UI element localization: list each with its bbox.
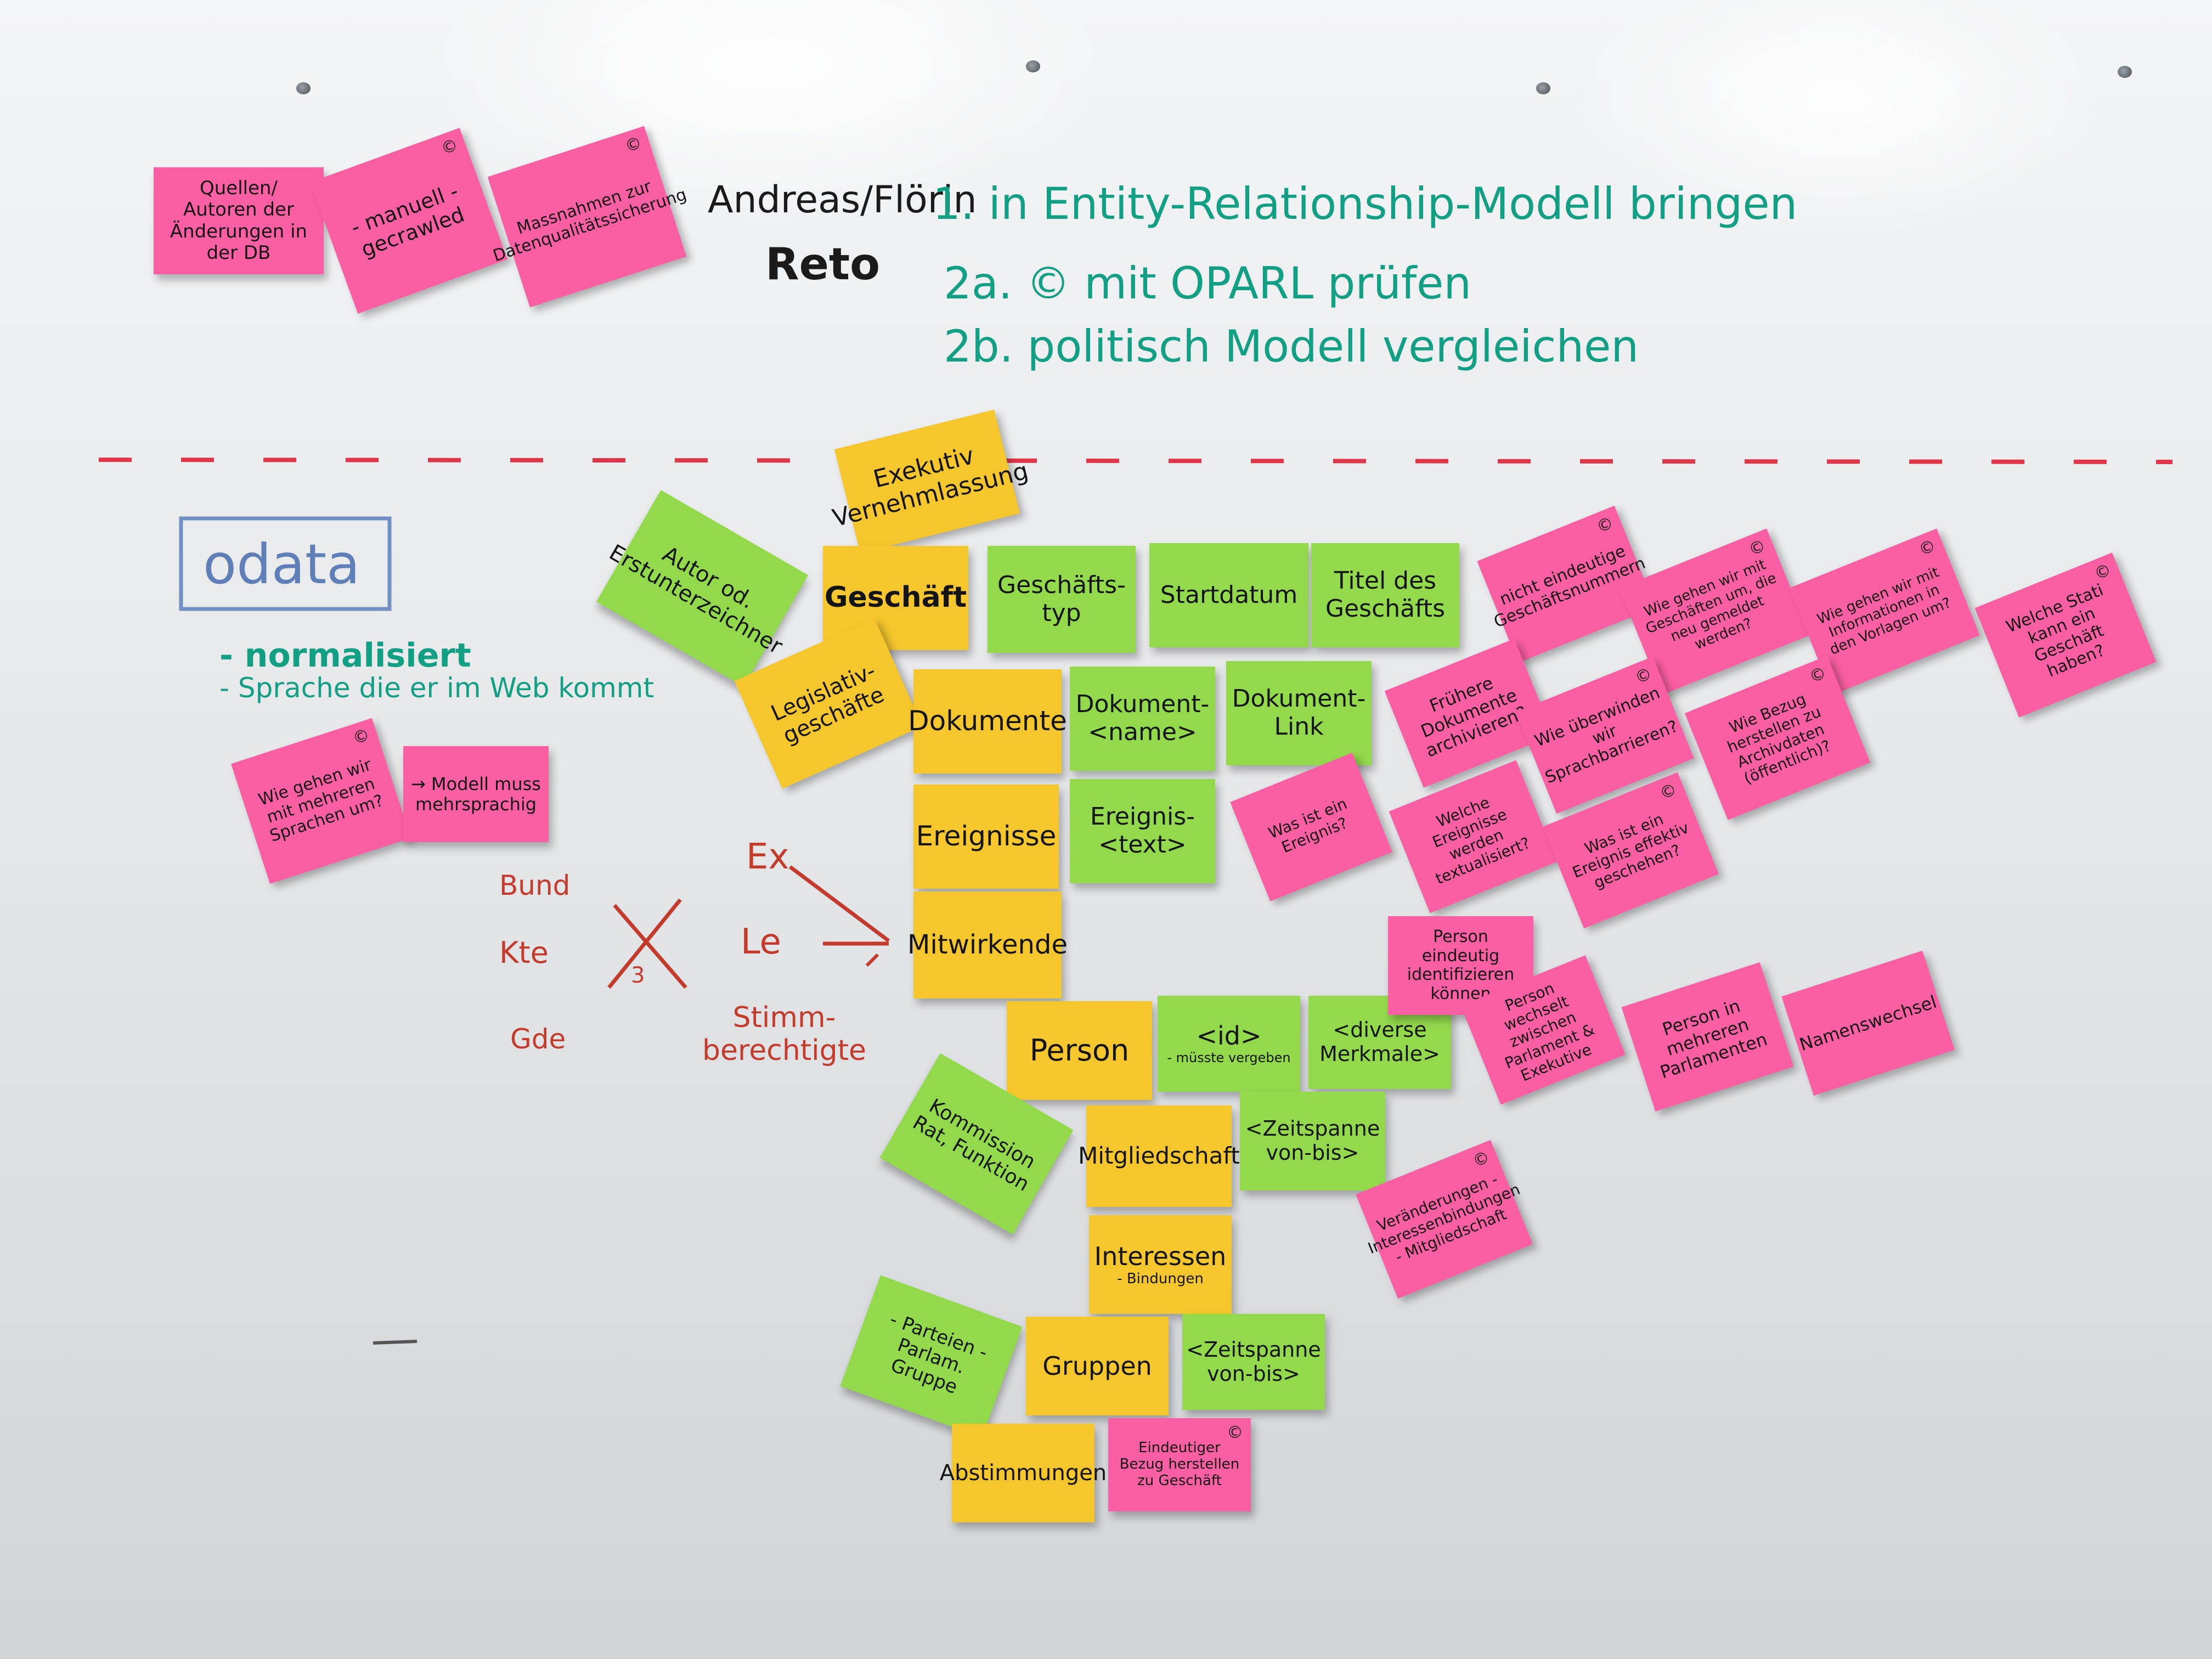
note-q10-text: Was ist ein Ereignis effektiv geschehen? (1570, 809, 1692, 892)
header-names-line1: Andreas/Flörin (708, 178, 977, 222)
note-q1-text: nicht eindeutige Geschäftsnummern (1491, 541, 1649, 632)
note-mitgliedschaft: Mitgliedschaft (1078, 1105, 1240, 1207)
note-mitwirkende: Mitwirkende (907, 891, 1068, 998)
odata-bullet1: - normalisiert (219, 636, 471, 675)
note-quellen: Quellen/ Autoren der Änderungen in der D… (154, 167, 324, 274)
note-q8-text: Was ist ein Ereignis? (1266, 794, 1350, 856)
note-dokument-name: Dokument-<name> (1070, 667, 1215, 771)
note-id-subtext: - müsste vergeben (1167, 1050, 1291, 1066)
level-cross-number: 3 (631, 963, 645, 988)
copyright-mark: © (1916, 535, 1939, 560)
level-le: Le (741, 922, 781, 962)
copyright-mark: © (1657, 780, 1680, 804)
note-interessen-subtext: - Bindungen (1117, 1270, 1204, 1287)
note-q9-text: Welche Ereignisse werden textualisiert? (1430, 793, 1533, 888)
note-interessen: Interessen - Bindungen (1089, 1215, 1232, 1314)
header-step2a: 2a. © mit OPARL prüfen (944, 258, 1472, 309)
screw (1536, 82, 1550, 94)
screw (2118, 66, 2132, 78)
note-q4-text: Welche Stati kann ein Geschäft haben? (2003, 580, 2108, 681)
note-abstimmungen: Abstimmungen (940, 1424, 1107, 1522)
note-dokument-link: Dokument-Link (1226, 661, 1372, 765)
copyright-mark: © (1594, 513, 1617, 537)
level-gde: Gde (510, 1023, 566, 1055)
note-zeitspanne: <Zeitspanne von-bis> (1240, 1092, 1385, 1190)
note-mehrsprachig-answer: → Modell muss mehrsprachig (403, 746, 549, 842)
level-kte: Kte (499, 935, 549, 970)
odata-bullet2: - Sprache die er im Web kommt (219, 672, 654, 704)
header-step2b: 2b. politisch Modell vergleichen (944, 321, 1639, 372)
level-stimmberechtigte: Stimm- berechtigte (702, 1001, 866, 1067)
level-ex: Ex (746, 837, 789, 877)
note-gruppen: Gruppen (1026, 1317, 1169, 1415)
screw (1026, 60, 1040, 72)
header-step1: 1. in Entity-Relationship-Modell bringen (933, 178, 1798, 229)
header-names-line2: Reto (765, 239, 881, 290)
note-geschaeftstyp: Geschäfts-typ (988, 546, 1136, 653)
odata-title: odata (203, 532, 360, 596)
note-q13-text: Person in mehreren Parlamenten (1657, 995, 1770, 1084)
note-q3-text: Wie gehen wir mit Informationen in den V… (1815, 564, 1954, 658)
note-bezug-text: Eindeutiger Bezug herstellen zu Geschäft (1119, 1440, 1240, 1489)
copyright-mark: © (1227, 1423, 1243, 1442)
note-titel: Titel des Geschäfts (1311, 543, 1459, 647)
note-person: Person (1007, 1001, 1152, 1100)
note-bezug: Eindeutiger Bezug herstellen zu Geschäft… (1108, 1418, 1251, 1511)
note-dokumente: Dokumente (908, 669, 1067, 774)
copyright-mark: © (350, 725, 373, 749)
note-q6-text: Wie überwinden wir Sprachbarrieren? (1532, 683, 1681, 788)
note-id: <id> - müsste vergeben (1158, 996, 1300, 1092)
note-interessen-text: Interessen (1094, 1241, 1227, 1271)
note-q14-text: Namenswechsel (1797, 991, 1939, 1055)
note-mehrsprachig-question-text: Wie gehen wir mit mehreren Sprachen um? (256, 755, 386, 847)
copyright-mark: © (1470, 1147, 1493, 1172)
note-ereignis-text: Ereignis-<text> (1070, 779, 1215, 883)
note-ereignisse: Ereignisse (913, 785, 1059, 889)
level-bund: Bund (499, 870, 571, 901)
note-zeitspanne2: <Zeitspanne von-bis> (1182, 1314, 1325, 1410)
note-id-text: <id> (1196, 1021, 1262, 1051)
screw (296, 82, 311, 94)
note-startdatum: Startdatum (1149, 543, 1308, 647)
